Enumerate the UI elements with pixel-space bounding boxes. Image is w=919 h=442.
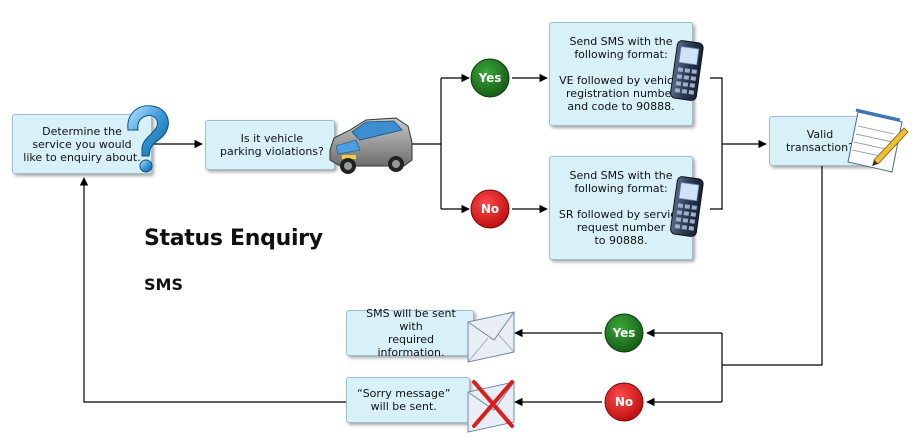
page-title: Status Enquiry — [144, 226, 323, 251]
decision-yes-top: Yes — [470, 58, 510, 98]
node-parking: Is it vehicle parking violations? — [205, 120, 335, 170]
decision-no-bottom: No — [604, 382, 644, 422]
node-sms-sr: Send SMS with the following format: SR f… — [549, 156, 693, 260]
node-sorry-text: “Sorry message” will be sent. — [357, 387, 451, 413]
connectors — [79, 73, 823, 407]
node-determine: Determine the service you would like to … — [12, 114, 152, 174]
page-subtitle: SMS — [144, 275, 183, 294]
decision-yes-top-label: Yes — [478, 71, 502, 85]
node-valid: Valid transaction? — [769, 116, 873, 166]
node-sorry: “Sorry message” will be sent. — [346, 377, 470, 423]
decision-no-top: No — [470, 189, 510, 229]
node-parking-text: Is it vehicle parking violations? — [220, 132, 324, 158]
arrow-sorry-to-determine — [79, 177, 346, 403]
node-sms-ve: Send SMS with the following format: VE f… — [549, 22, 693, 126]
decision-no-bottom-label: No — [615, 395, 633, 409]
node-sms-sr-text: Send SMS with the following format: SR f… — [558, 169, 684, 247]
decision-yes-bottom-label: Yes — [612, 326, 636, 340]
node-valid-text: Valid transaction? — [786, 128, 854, 154]
decision-yes-bottom: Yes — [604, 313, 644, 353]
node-sms-ve-text: Send SMS with the following format: VE f… — [559, 35, 683, 113]
node-sms-sent-text: SMS will be sent with required informati… — [366, 307, 456, 359]
node-sms-sent: SMS will be sent with required informati… — [346, 307, 474, 359]
decision-no-top-label: No — [481, 202, 499, 216]
line-sms-ve-out — [710, 77, 723, 210]
node-determine-text: Determine the service you would like to … — [23, 124, 141, 164]
line-valid-down — [722, 166, 823, 366]
